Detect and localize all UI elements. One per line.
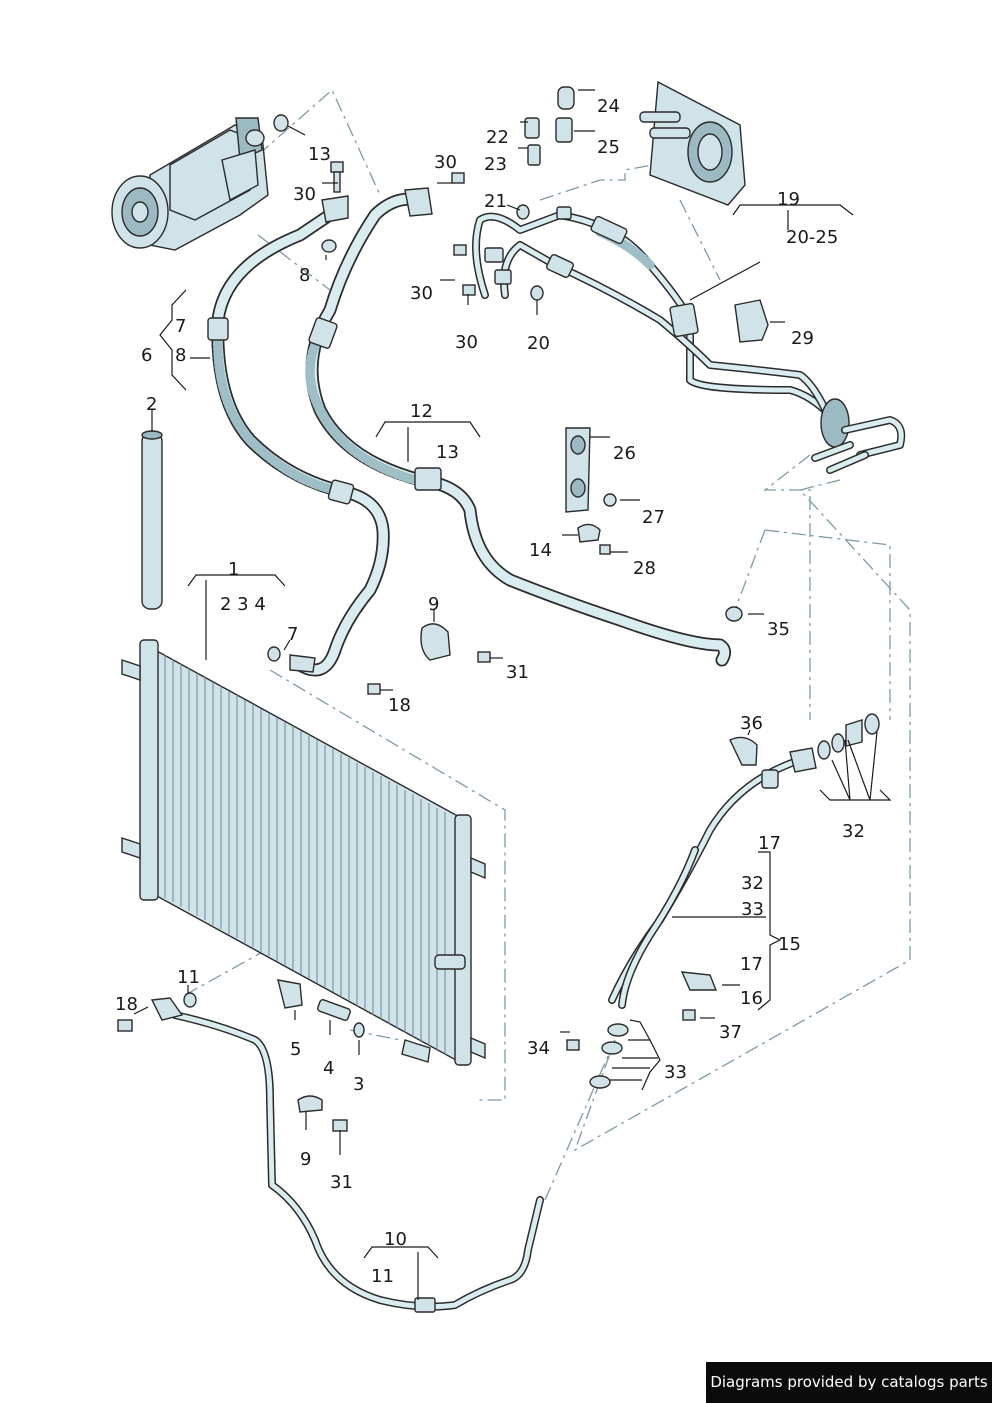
leader-lines xyxy=(133,89,892,1300)
callout-36: 36 xyxy=(740,713,763,734)
callout-9: 9 xyxy=(300,1149,311,1170)
callout-33: 33 xyxy=(664,1062,687,1083)
callout-2: 2 xyxy=(146,394,157,415)
callout-23: 23 xyxy=(484,154,507,175)
callout-21: 21 xyxy=(484,191,507,212)
dryer-cartridge-2 xyxy=(141,430,163,610)
callout-22: 22 xyxy=(486,127,509,148)
callout-labels: 13 30 8 30 7 6 8 2 22 23 24 25 21 30 30 … xyxy=(115,96,865,1287)
callout-24: 24 xyxy=(597,96,620,117)
callout-25: 25 xyxy=(597,137,620,158)
callout-31: 31 xyxy=(506,662,529,683)
callout-11: 11 xyxy=(177,967,200,988)
callout-30: 30 xyxy=(434,152,457,173)
callout-27: 27 xyxy=(642,507,665,528)
callout-7: 7 xyxy=(175,316,186,337)
callout-12: 12 xyxy=(410,401,433,422)
callout-8: 8 xyxy=(175,345,186,366)
ac-compressor xyxy=(111,117,269,251)
callout-11: 11 xyxy=(371,1266,394,1287)
callout-13: 13 xyxy=(436,442,459,463)
condenser-1 xyxy=(121,639,486,1067)
pipe-assembly-19 xyxy=(472,211,906,474)
callout-19: 19 xyxy=(777,189,800,210)
callout-30: 30 xyxy=(455,332,478,353)
hose-6 xyxy=(207,195,390,677)
callout-7: 7 xyxy=(287,624,298,645)
callout-4: 4 xyxy=(323,1058,334,1079)
credit-banner: Diagrams provided by catalogs parts xyxy=(706,1362,992,1403)
callout-17: 17 xyxy=(740,954,763,975)
callout-20-25: 20-25 xyxy=(786,227,838,248)
hose-12 xyxy=(305,187,732,667)
expansion-valve xyxy=(639,80,746,206)
callout-17: 17 xyxy=(758,833,781,854)
callout-26: 26 xyxy=(613,443,636,464)
callout-16: 16 xyxy=(740,988,763,1009)
callout-18: 18 xyxy=(388,695,411,716)
callout-15: 15 xyxy=(778,934,801,955)
callout-30: 30 xyxy=(410,283,433,304)
callout-14: 14 xyxy=(529,540,552,561)
callout-1: 1 xyxy=(228,559,239,580)
callout-28: 28 xyxy=(633,558,656,579)
callout-6: 6 xyxy=(141,345,152,366)
callout-20: 20 xyxy=(527,333,550,354)
callout-8: 8 xyxy=(299,265,310,286)
liquid-line-10 xyxy=(150,997,544,1313)
callout-35: 35 xyxy=(767,619,790,640)
callout-37: 37 xyxy=(719,1022,742,1043)
callout-2-3-4: 2 3 4 xyxy=(220,594,266,615)
callout-31: 31 xyxy=(330,1172,353,1193)
callout-33: 33 xyxy=(741,899,764,920)
callout-13: 13 xyxy=(308,144,331,165)
callout-32: 32 xyxy=(741,873,764,894)
callout-29: 29 xyxy=(791,328,814,349)
callout-32: 32 xyxy=(842,821,865,842)
callout-10: 10 xyxy=(384,1229,407,1250)
small-parts xyxy=(117,86,880,1132)
line-15 xyxy=(608,747,817,1009)
callout-18: 18 xyxy=(115,994,138,1015)
callout-3: 3 xyxy=(353,1074,364,1095)
callout-5: 5 xyxy=(290,1039,301,1060)
callout-34: 34 xyxy=(527,1038,550,1059)
callout-30: 30 xyxy=(293,184,316,205)
callout-9: 9 xyxy=(428,594,439,615)
